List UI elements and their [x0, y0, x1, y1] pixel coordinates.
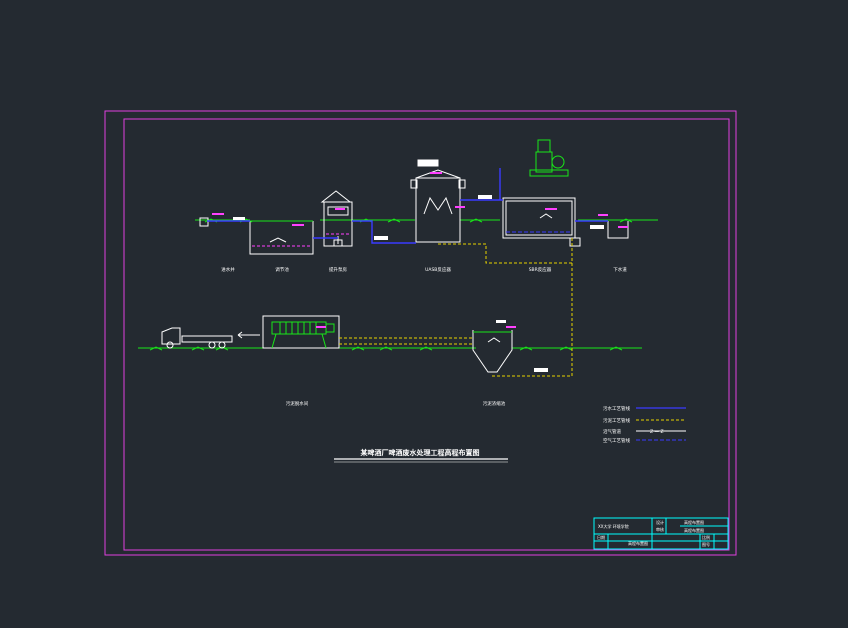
label-lift-pump-house: 提升泵房: [329, 266, 347, 273]
bottom-elevation-marks: [316, 326, 516, 328]
sludge-pipe: [339, 236, 573, 377]
label-sbr: SBR反应器: [529, 266, 552, 273]
sludge-pipe-tags: [496, 320, 548, 372]
pipe-tags: [233, 195, 604, 240]
title-block-role-design: 设计: [656, 519, 664, 525]
legend: 污水工艺管线 污泥工艺管线 沼气管道 Z — Z 空气工艺管线: [603, 405, 686, 444]
legend-label-biogas: 沼气管道: [603, 428, 621, 435]
label-uasb: UASB反应器: [425, 266, 451, 273]
legend-mark-biogas: Z — Z: [650, 429, 664, 435]
title-block-center: 高程布置图: [628, 540, 648, 546]
lift-pump-house: [320, 190, 353, 247]
title-block-drawing-no: 高程布置图: [684, 527, 704, 533]
filter-press: [271, 321, 335, 349]
drawing-title: 某啤酒厂啤酒废水处理工程高程布置图: [360, 448, 480, 457]
title-block-drawing-name: 高程布置图: [684, 519, 704, 525]
uasb-reactor: [410, 159, 466, 243]
sbr-reactor: [502, 197, 581, 247]
inlet-well: [199, 217, 209, 227]
title-block-date: 日期: [597, 534, 605, 540]
title-block-sheet: 图号: [702, 541, 710, 547]
title-block-scale: 比例: [702, 534, 710, 540]
label-outlet-well: 下水道: [613, 266, 627, 273]
flow-arrow-icon: [237, 331, 260, 339]
sludge-thickener: [472, 330, 513, 373]
legend-label-sewage: 污水工艺管线: [603, 405, 630, 412]
inner-frame: [123, 118, 730, 551]
elevation-marks: [212, 172, 628, 228]
sludge-truck: [161, 327, 233, 349]
label-sludge-thickener: 污泥浓缩池: [483, 400, 506, 407]
title-block-org: XX大学 环境学院: [598, 523, 629, 529]
legend-label-sludge: 污泥工艺管线: [603, 417, 630, 424]
sludge-dewatering-house: [262, 315, 340, 349]
sewage-pipe: [207, 168, 608, 244]
outlet-well: [607, 221, 629, 239]
title-block-role-review: 审核: [656, 526, 664, 532]
legend-label-air: 空气工艺管线: [603, 437, 630, 444]
outer-frame: [104, 110, 737, 556]
label-sludge-dewatering: 污泥脱水间: [286, 400, 309, 407]
label-inlet-well: 进水井: [221, 266, 235, 273]
blower-unit: [529, 139, 569, 177]
title-block: [593, 517, 729, 550]
label-regulating-tank: 调节池: [275, 266, 289, 273]
